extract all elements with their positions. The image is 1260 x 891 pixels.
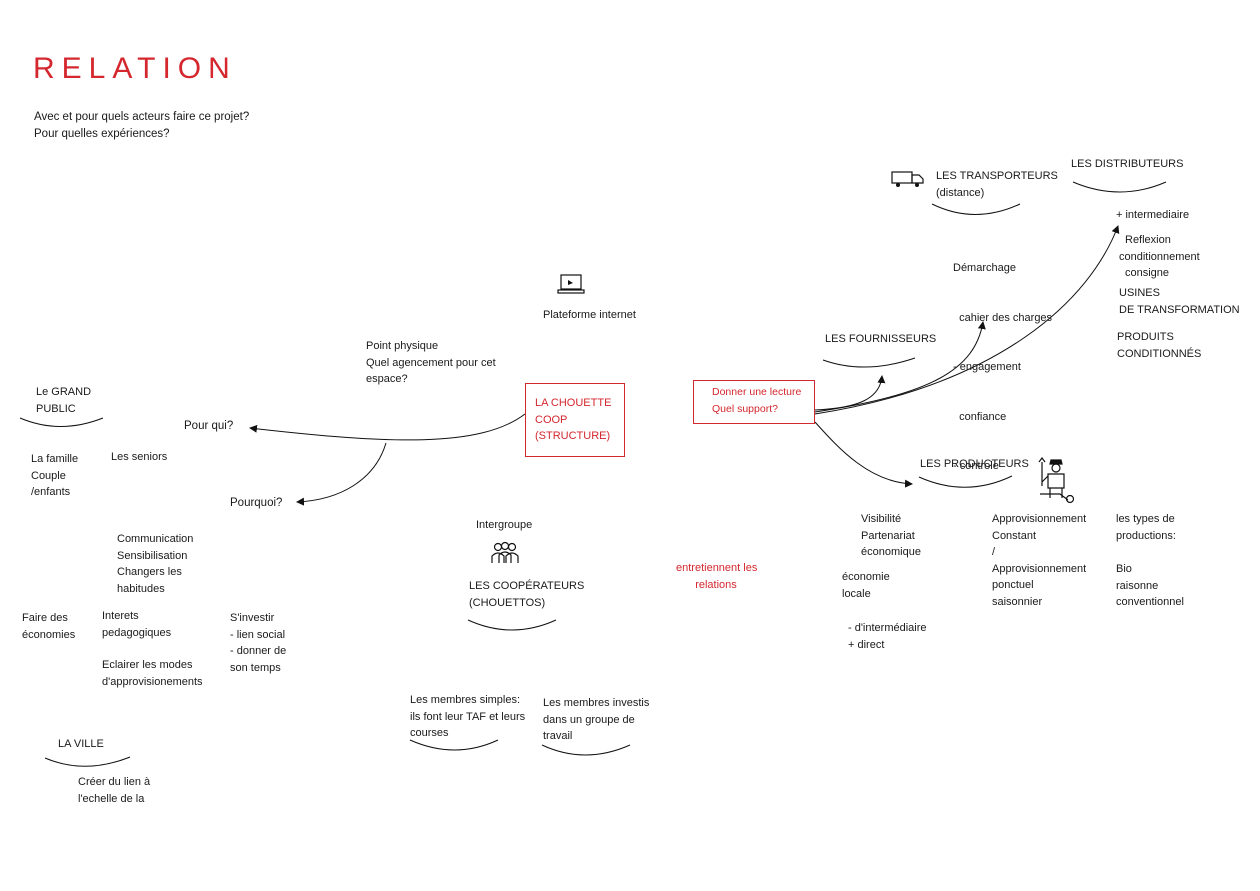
page-title: RELATION	[33, 52, 237, 85]
investir-text: S'investir - lien social - donner de son…	[230, 612, 287, 674]
types-productions-list: Bio raisonne conventionnel	[1116, 563, 1184, 608]
arrow-pourquoi	[296, 442, 387, 506]
truck-icon	[891, 170, 925, 193]
grand-public-title: Le GRAND PUBLIC	[36, 386, 92, 415]
distributeurs-items: Reflexion conditionnement consigne	[1119, 234, 1200, 279]
arrow-distributeurs	[814, 225, 1120, 415]
page-subtitle: Avec et pour quels acteurs faire ce proj…	[34, 111, 250, 140]
economie-locale-text: économie locale	[842, 571, 890, 600]
intergroupe-label: Intergroupe	[476, 519, 533, 531]
transporteurs-title: LES TRANSPORTEURS (distance)	[936, 170, 1058, 199]
relay-box[interactable]	[693, 380, 815, 424]
plateforme-label: Plateforme internet	[543, 309, 636, 321]
center-structure-label: LA CHOUETTE COOP (STRUCTURE)	[535, 397, 612, 442]
types-productions-title: les types de productions:	[1116, 513, 1176, 542]
arrow-fournisseurs	[814, 375, 886, 411]
eclairer-text: Eclairer les modes d'approvisionements	[102, 659, 203, 688]
entretiennent-text: entretiennent les relations	[676, 562, 758, 591]
pourquoi-label: Pourquoi?	[230, 497, 283, 509]
membres-simples-text: Les membres simples: ils font leur TAF e…	[410, 694, 526, 739]
arc-distributeurs	[1072, 181, 1167, 193]
producteurs-intermediaire: - d'intermédiaire + direct	[848, 622, 927, 651]
produits-text: PRODUITS CONDITIONNÉS	[1117, 331, 1202, 360]
usines-text: USINES DE TRANSFORMATION	[1119, 287, 1240, 316]
group-icon	[489, 541, 521, 570]
la-ville-title: LA VILLE	[58, 738, 104, 750]
communication-text: Communication Sensibilisation Changers l…	[117, 533, 194, 595]
arc-producteurs	[918, 475, 1013, 488]
arc-cooperateurs	[467, 619, 557, 631]
interets-text: Interets pedagogiques	[102, 610, 172, 639]
membres-investis-text: Les membres investis dans un groupe de t…	[543, 697, 650, 742]
arc-membres-investis	[541, 744, 631, 756]
fournisseurs-title: LES FOURNISSEURS	[825, 333, 937, 345]
distributeurs-intermediaire: + intermediaire	[1116, 209, 1190, 221]
arc-la-ville	[44, 756, 131, 767]
distributeurs-title: LES DISTRIBUTEURS	[1071, 158, 1184, 170]
visibilite-text: Visibilité Partenariat économique	[861, 513, 921, 558]
famille-text: La famille Couple /enfants	[31, 453, 79, 498]
cooperateurs-title: LES COOPÉRATEURS (CHOUETTOS)	[469, 580, 585, 609]
arc-membres-simples	[409, 739, 499, 751]
pour-qui-label: Pour qui?	[184, 420, 234, 432]
arrow-pour-qui	[249, 413, 526, 441]
relay-label: Donner une lecture Quel support?	[712, 386, 802, 415]
farmer-icon	[1034, 456, 1076, 509]
seniors-text: Les seniors	[111, 451, 168, 463]
approvisionnement-text: Approvisionnement Constant / Approvision…	[992, 513, 1087, 608]
arrow-producteurs	[814, 421, 913, 488]
transporteurs-items: Démarchage cahier des charges - engageme…	[953, 262, 1053, 472]
arrow-transporteurs	[814, 321, 986, 413]
faire-economies-text: Faire des économies	[22, 612, 76, 641]
arc-transporteurs	[931, 203, 1021, 215]
arc-grand-public	[19, 417, 104, 427]
laptop-icon	[557, 273, 585, 302]
point-physique-text: Point physique Quel agencement pour cet …	[366, 340, 496, 385]
center-structure-box[interactable]	[525, 383, 625, 457]
producteurs-title: LES PRODUCTEURS	[920, 458, 1029, 470]
arc-fournisseurs	[822, 357, 916, 368]
la-ville-desc: Créer du lien à l'echelle de la	[78, 776, 151, 805]
